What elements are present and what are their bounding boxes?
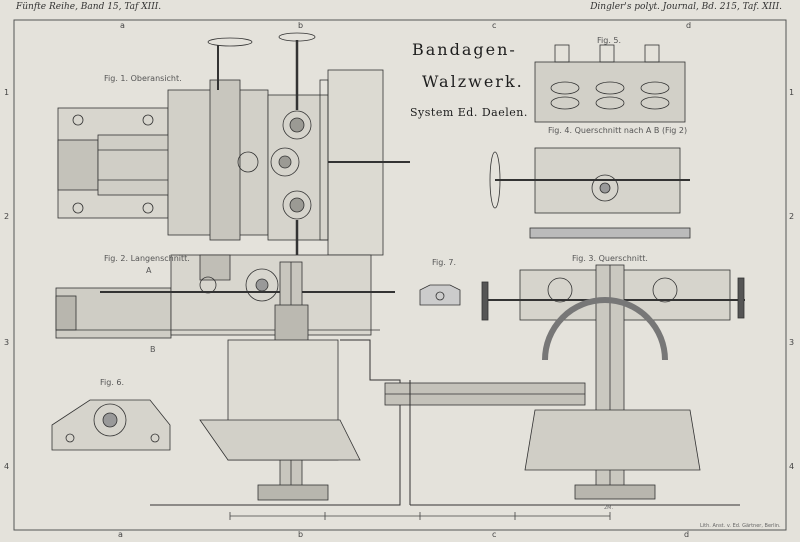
edge-bottom-a: a [118, 530, 123, 539]
fig3-cross-section [384, 264, 745, 506]
section-mark-b: B [150, 345, 156, 354]
edge-left-1: 1 [4, 88, 10, 97]
scale-label: 2M. [604, 505, 614, 511]
fig3-label: Fig. 3. Querschnitt. [572, 254, 648, 263]
edge-right-1: 1 [789, 88, 795, 97]
edge-left-4: 4 [4, 462, 10, 471]
edge-left-3: 3 [4, 338, 10, 347]
fig4-section-ab [489, 147, 691, 239]
edge-top-a: a [120, 21, 125, 30]
edge-bottom-b: b [298, 530, 304, 539]
edge-right-2: 2 [789, 212, 795, 221]
plate-frame [13, 19, 787, 531]
section-mark-a: A [146, 266, 152, 275]
fig2-label: Fig. 2. Langenschnitt. [104, 254, 190, 263]
fig6-label: Fig. 6. [100, 378, 125, 387]
edge-right-4: 4 [789, 462, 795, 471]
fig1-label: Fig. 1. Oberansicht. [104, 74, 182, 83]
edge-right-3: 3 [789, 338, 795, 347]
header-right: Dingler's polyt. Journal, Bd. 215, Taf. … [590, 2, 782, 12]
edge-top-d: d [686, 21, 692, 30]
fig7-label: Fig. 7. [432, 258, 457, 267]
title-line3: System Ed. Daelen. [410, 106, 528, 119]
fig4-label: Fig. 4. Querschnitt nach A B (Fig 2) [548, 126, 688, 135]
edge-left-2: 2 [4, 212, 10, 221]
scale-bar [229, 512, 611, 520]
edge-top-c: c [492, 21, 497, 30]
fig1-top-view [57, 32, 410, 256]
header-left: Fünfte Reihe, Band 15, Taf XIII. [16, 2, 162, 12]
edge-bottom-c: c [492, 530, 497, 539]
fig6-bearing [51, 399, 171, 451]
lithographer-credit: Lith. Anst. v. Ed. Gärtner, Berlin. [700, 523, 781, 529]
fig5-label: Fig. 5. [597, 36, 622, 45]
fig7-detail [419, 284, 461, 306]
edge-bottom-d: d [684, 530, 690, 539]
fig5-roll-set [534, 44, 686, 123]
title-line1: Bandagen- [412, 40, 517, 59]
edge-top-b: b [298, 21, 304, 30]
fig2-longitudinal-section [55, 254, 401, 506]
title-line2: Walzwerk. [422, 72, 524, 91]
